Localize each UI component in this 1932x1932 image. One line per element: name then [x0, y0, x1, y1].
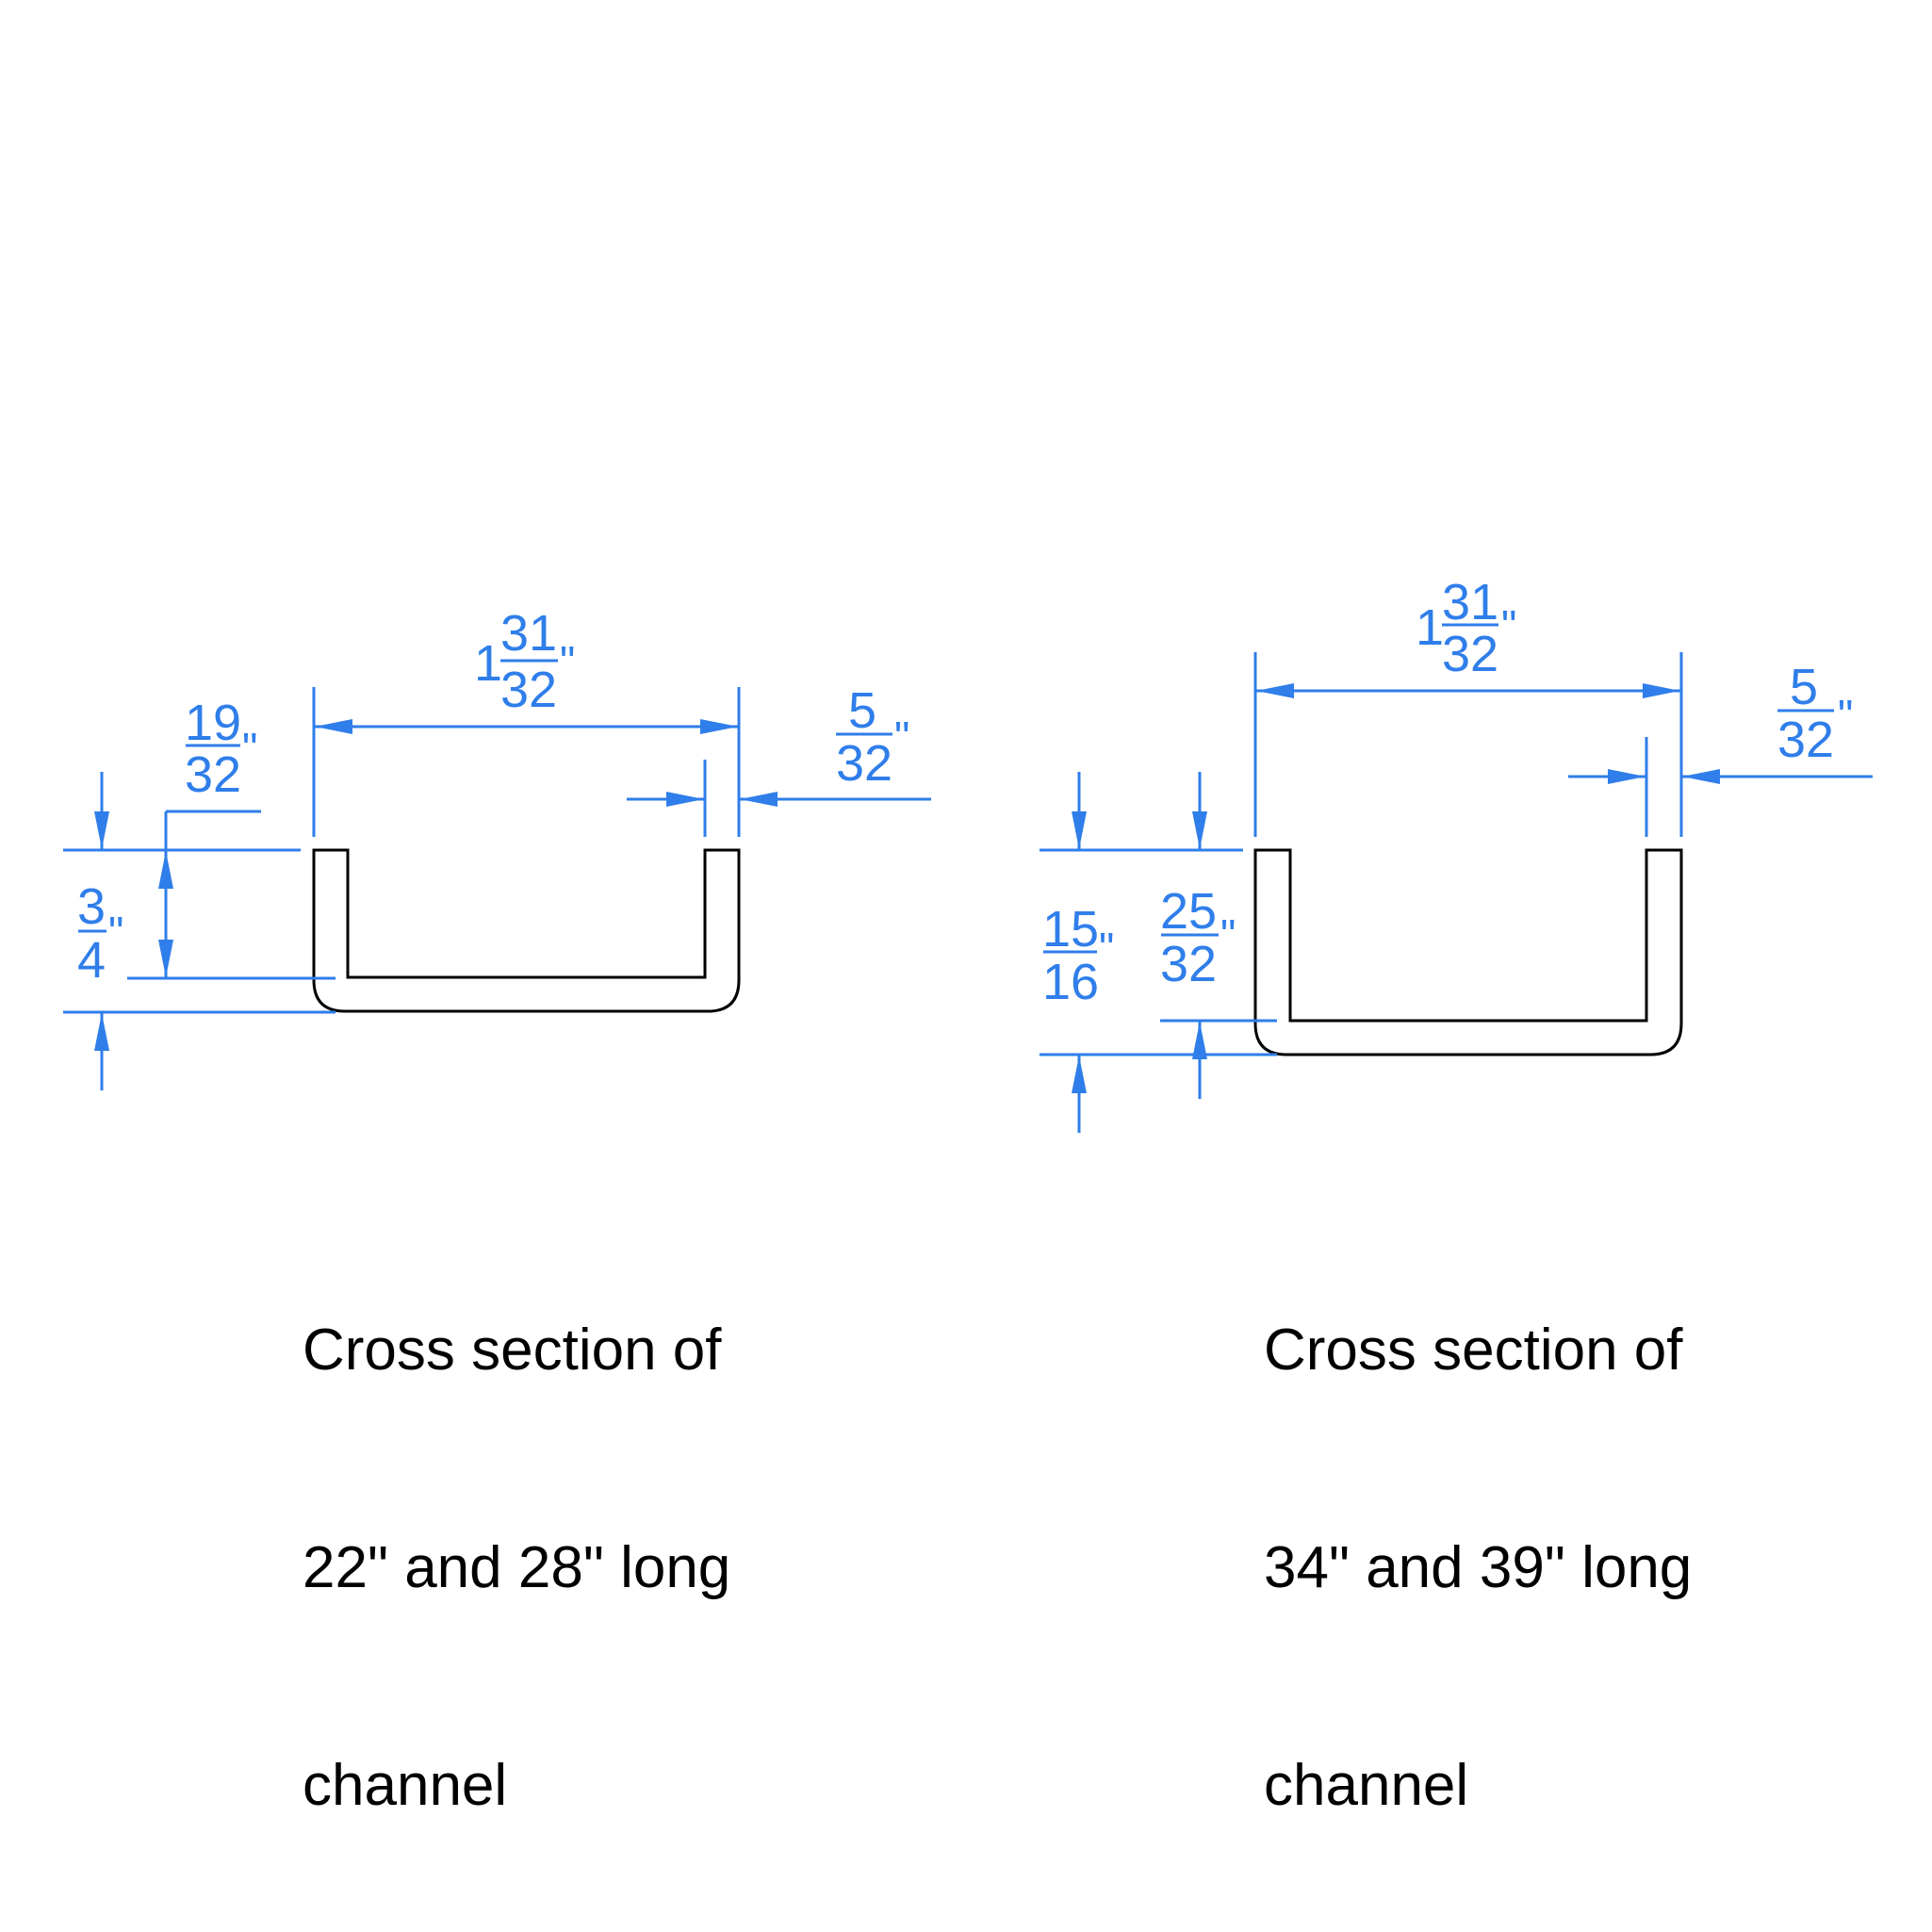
right-caption-line-2: 34" and 39" long: [1264, 1535, 1693, 1600]
right-wall-unit: ": [1838, 691, 1853, 740]
right-width-whole: 1: [1416, 599, 1444, 656]
right-depth-denominator: 32: [1160, 936, 1217, 992]
left-height-numerator: 3: [77, 878, 106, 935]
right-width-unit: ": [1501, 601, 1516, 650]
right-height-denominator: 16: [1042, 954, 1099, 1010]
left-width-unit: ": [560, 637, 575, 686]
right-height-unit: ": [1099, 924, 1114, 973]
left-wall-denominator: 32: [836, 735, 892, 792]
left-wall-dimension: 5 32 ": [627, 682, 931, 837]
right-caption-line-3: channel: [1264, 1753, 1469, 1818]
left-height-denominator: 4: [77, 932, 106, 989]
left-height-dimension: 3 4 ": [63, 772, 336, 1090]
left-channel-profile: [312, 848, 741, 1013]
left-height-unit: ": [108, 908, 123, 957]
left-width-denominator: 32: [500, 662, 557, 718]
right-cross-section: 1 31 32 " 5 32 " 15: [1040, 574, 1873, 1133]
right-height-numerator: 15: [1042, 901, 1099, 958]
left-caption: Cross section of 22" and 28" long channe…: [303, 1169, 730, 1894]
right-caption-line-1: Cross section of: [1264, 1318, 1683, 1383]
right-inner-depth-dimension: 25 32 ": [1160, 772, 1277, 1099]
left-depth-denominator: 32: [185, 746, 241, 803]
right-height-dimension: 15 16 ": [1040, 772, 1277, 1133]
right-width-denominator: 32: [1442, 626, 1498, 682]
left-width-numerator: 31: [500, 605, 557, 662]
left-inner-depth-dimension: 19 32 ": [63, 695, 336, 980]
left-caption-line-1: Cross section of: [303, 1318, 722, 1383]
right-caption: Cross section of 34" and 39" long channe…: [1264, 1169, 1692, 1894]
left-cross-section: 1 31 32 " 5 32 " 19 32: [63, 605, 931, 1090]
left-depth-numerator: 19: [185, 695, 241, 751]
right-depth-numerator: 25: [1160, 883, 1217, 940]
right-channel-profile: [1253, 848, 1683, 1056]
right-depth-unit: ": [1220, 910, 1236, 959]
right-width-dimension: 1 31 32 ": [1253, 574, 1683, 837]
left-wall-numerator: 5: [848, 682, 876, 739]
right-wall-denominator: 32: [1777, 712, 1834, 768]
left-width-dimension: 1 31 32 ": [312, 605, 741, 837]
right-wall-dimension: 5 32 ": [1568, 659, 1873, 837]
left-wall-unit: ": [894, 712, 909, 761]
right-width-numerator: 31: [1442, 574, 1498, 630]
left-depth-unit: ": [242, 724, 257, 773]
left-caption-line-2: 22" and 28" long: [303, 1535, 731, 1600]
left-width-whole: 1: [474, 635, 502, 692]
right-wall-numerator: 5: [1790, 659, 1818, 715]
left-caption-line-3: channel: [303, 1753, 508, 1818]
